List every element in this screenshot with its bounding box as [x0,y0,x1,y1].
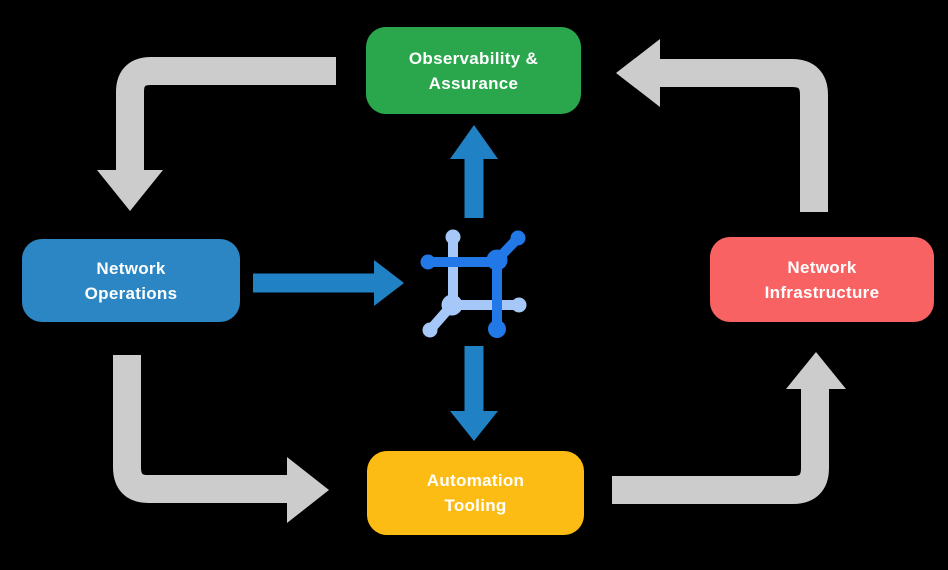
flow-arrows [253,125,498,441]
node-label-line: Assurance [428,73,519,93]
node-label-line: Infrastructure [764,282,880,302]
node-label-line: Network [787,257,857,277]
arrow-infrastructure-to-observability [616,39,828,212]
node-observability-assurance: Observability & Assurance [366,27,581,114]
node-label-line: Tooling [444,496,507,515]
network-icon-light-strokes [422,229,527,338]
node-label-line: Observability & [408,48,539,68]
arrow-center-to-observability [450,125,498,218]
node-automation-tooling: Automation Tooling [367,451,584,535]
node-label-line: Operations [84,283,178,303]
arrow-automation-to-infrastructure [612,352,846,504]
arrow-operations-to-center [253,260,404,306]
network-icon-dark-strokes [420,230,526,338]
arrow-operations-to-automation [113,355,329,523]
network-platform-icon [420,229,527,338]
arrow-observability-to-operations [97,57,336,211]
node-network-operations: Network Operations [22,239,240,322]
node-label-line: Network [96,258,166,278]
node-network-infrastructure: Network Infrastructure [710,237,934,322]
node-label-line: Automation [426,471,525,490]
cycle-arrows [97,39,846,523]
arrow-center-to-automation [450,346,498,441]
